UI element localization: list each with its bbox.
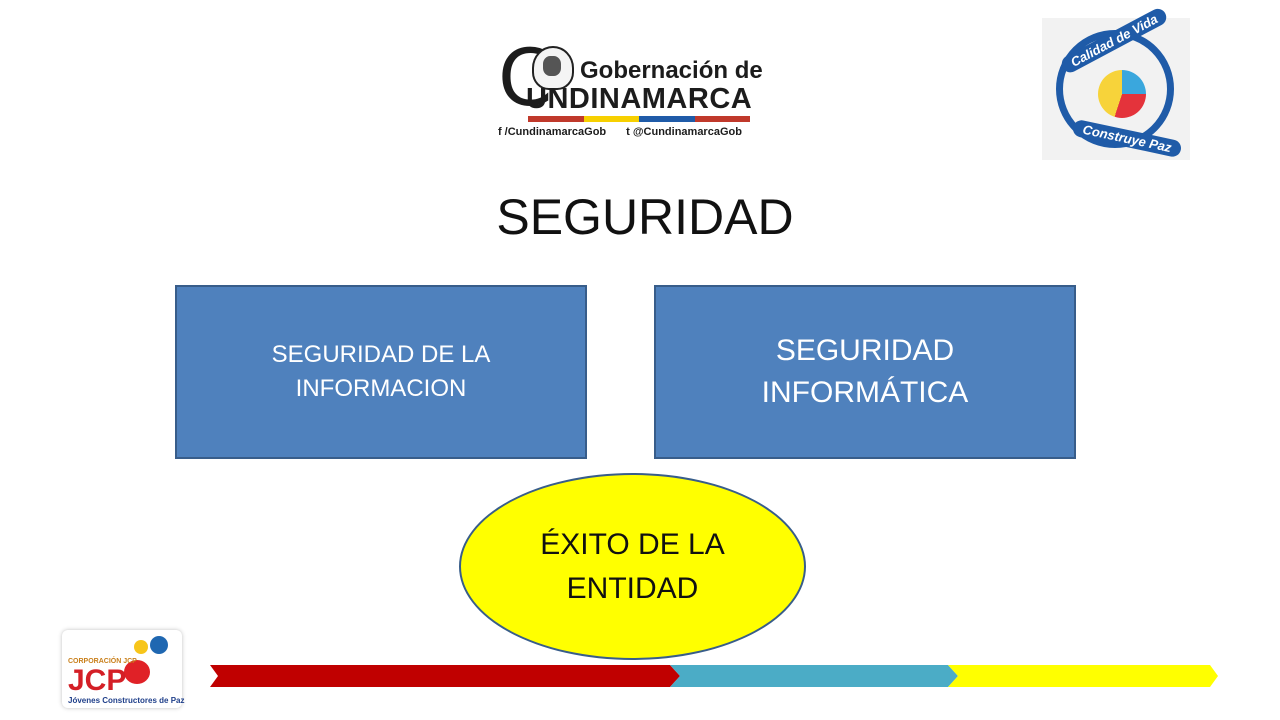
facebook-icon: f	[498, 126, 502, 138]
jcp-logo: CORPORACIÓN JCP JCP Jóvenes Constructore…	[62, 630, 185, 708]
box-right-label: SEGURIDAD INFORMÁTICA	[761, 334, 969, 409]
logo-dot-red	[124, 660, 150, 684]
stripe-yellow	[948, 665, 1218, 687]
stripe-blue	[670, 665, 958, 687]
logo-line-2: UNDINAMARCA	[526, 83, 753, 115]
twitter-icon: t	[626, 126, 630, 138]
ellipse-exito-entidad: ÉXITO DE LA ENTIDAD	[459, 473, 806, 660]
coat-of-arms-icon	[532, 46, 574, 90]
logo-dot-blue	[150, 636, 168, 654]
box-left-label: SEGURIDAD DE LA INFORMACION	[271, 341, 491, 402]
social-handles: f/CundinamarcaGob t@CundinamarcaGob	[498, 126, 768, 138]
jcp-top-text: CORPORACIÓN JCP	[68, 658, 137, 665]
facebook-handle: f/CundinamarcaGob	[498, 126, 607, 138]
box-seguridad-informacion: SEGURIDAD DE LA INFORMACION	[175, 285, 587, 459]
logo-dot-yellow	[134, 640, 148, 654]
logo-line-1: Gobernación de	[580, 57, 763, 84]
box-seguridad-informatica: SEGURIDAD INFORMÁTICA	[654, 285, 1076, 459]
logo-color-bars	[528, 116, 750, 122]
gobernacion-logo: C Gobernación de UNDINAMARCA f/Cundinama…	[498, 40, 768, 150]
stripe-red	[210, 665, 680, 687]
jcp-main-text: JCP	[68, 664, 127, 697]
calidad-de-vida-logo: Calidad de Vida Construye Paz	[1042, 5, 1190, 160]
twitter-handle: t@CundinamarcaGob	[626, 126, 742, 138]
footer-color-stripe	[210, 665, 1218, 687]
logo-emblem-icon	[1098, 70, 1146, 118]
ellipse-label: ÉXITO DE LA ENTIDAD	[540, 528, 725, 605]
slide-title: SEGURIDAD	[496, 189, 794, 245]
jcp-sub-text: Jóvenes Constructores de Paz	[68, 696, 185, 705]
